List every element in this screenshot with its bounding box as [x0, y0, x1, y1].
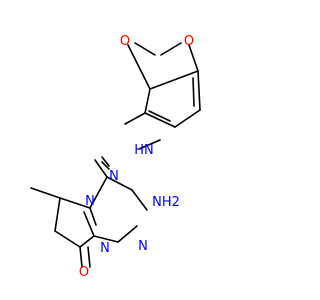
bond — [83, 211, 95, 237]
bond — [89, 207, 97, 226]
oxygen-label-top-left: O — [120, 34, 130, 49]
bond — [54, 197, 61, 232]
bond — [101, 161, 110, 170]
bond — [149, 70, 199, 90]
hydrazine-n-label: N — [109, 169, 119, 184]
bond — [174, 109, 201, 128]
bond — [79, 235, 95, 248]
bond — [160, 42, 182, 56]
bond — [127, 44, 151, 90]
bond — [59, 197, 91, 209]
hydrazine-nh-label: HN — [134, 143, 154, 158]
canvas-background — [0, 0, 300, 300]
bond — [188, 44, 199, 72]
pyrimidine-n-label: N — [85, 194, 95, 209]
bridgehead-n-label: N — [100, 241, 110, 256]
bond — [87, 246, 91, 268]
bond — [30, 187, 61, 199]
bond — [94, 159, 108, 178]
bond — [106, 176, 133, 191]
bond — [89, 176, 108, 209]
bond — [131, 189, 148, 211]
bond — [93, 235, 119, 243]
amino-group-label: NH2 — [152, 195, 180, 210]
bond — [79, 246, 83, 268]
oxygen-label-top-right: O — [184, 34, 194, 49]
molecule-structure: O O HN N N N N NH2 O — [0, 0, 300, 300]
bond — [117, 225, 138, 243]
atom-labels: O O HN N N N N NH2 O — [79, 34, 194, 280]
bonds — [30, 42, 201, 268]
pyrazole-n-label: N — [138, 239, 148, 254]
carbonyl-oxygen-label: O — [79, 265, 89, 280]
bond — [197, 70, 201, 111]
bond — [54, 230, 81, 248]
bond — [124, 112, 146, 125]
bond — [101, 156, 110, 167]
bond — [134, 42, 156, 56]
bond — [144, 112, 176, 128]
bond — [148, 110, 171, 122]
bond — [192, 77, 195, 107]
bond — [138, 139, 161, 150]
bond — [144, 88, 151, 114]
